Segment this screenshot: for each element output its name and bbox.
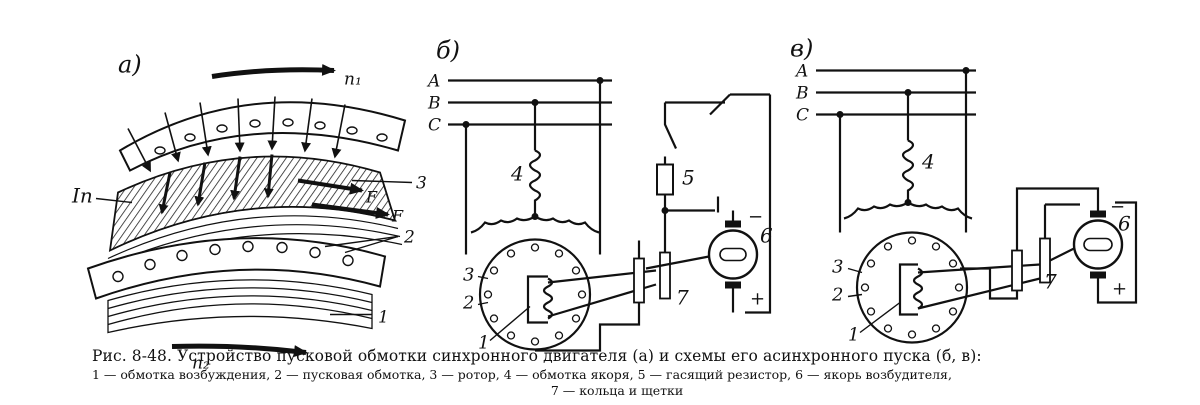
plus-b: + bbox=[750, 289, 765, 310]
n1-label: n₁ bbox=[344, 70, 362, 90]
num-7-b: 7 bbox=[676, 286, 689, 310]
num-1-b: 1 bbox=[478, 333, 489, 354]
phase-A-c: A bbox=[794, 62, 808, 82]
F-upper-label: F bbox=[365, 188, 378, 207]
num-3-b: 3 bbox=[463, 265, 474, 286]
leader-2-a bbox=[344, 235, 399, 254]
panel-b-label: б) bbox=[436, 37, 460, 65]
rotation-arrow-n1 bbox=[211, 63, 336, 79]
num-6-b: 6 bbox=[760, 224, 773, 248]
panel-a-label: а) bbox=[118, 51, 142, 79]
phase-B-b: B bbox=[427, 94, 441, 114]
slip-ring-1-c bbox=[1011, 249, 1023, 292]
caption-legend-line2: 7 — кольца и щетки bbox=[550, 383, 684, 398]
flux-arrows bbox=[127, 96, 346, 173]
panel-b: б) A B C 4 bbox=[426, 37, 773, 354]
rotor-c bbox=[855, 231, 969, 344]
panel-c-label: в) bbox=[790, 35, 813, 63]
phase-C-b: C bbox=[428, 116, 441, 136]
rotation-arrow-n2 bbox=[171, 343, 308, 358]
num-6-c: 6 bbox=[1118, 212, 1131, 236]
force-arrow-lower bbox=[311, 202, 390, 219]
num-4-c: 4 bbox=[921, 150, 935, 174]
current-arrows bbox=[158, 154, 274, 215]
panel-c: в) A B C 4 7 bbox=[790, 35, 1138, 346]
num-2-a: 2 bbox=[403, 228, 415, 248]
num-1-a: 1 bbox=[378, 308, 389, 328]
num-2-c: 2 bbox=[831, 285, 843, 306]
resistor-5-b bbox=[656, 163, 674, 196]
num-5-b: 5 bbox=[682, 166, 695, 190]
armature-winding-4-b bbox=[528, 149, 542, 217]
num-2-b: 2 bbox=[462, 293, 474, 314]
force-arrow-upper bbox=[297, 178, 364, 195]
plus-c: + bbox=[1112, 279, 1127, 300]
phase-A-b: A bbox=[426, 72, 440, 92]
n2-label: n₂ bbox=[192, 354, 210, 374]
num-4-b: 4 bbox=[510, 162, 524, 186]
pole-base bbox=[107, 279, 373, 334]
short-circuit-ring bbox=[86, 237, 387, 300]
rotor-b bbox=[478, 238, 592, 351]
armature-winding-4-c bbox=[901, 139, 915, 203]
slip-ring-1-b bbox=[633, 257, 645, 304]
num-7-c: 7 bbox=[1044, 270, 1057, 294]
figure-caption: Рис. 8-48. Устройство пусковой обмотки с… bbox=[92, 347, 1182, 398]
minus-c: − bbox=[1110, 197, 1125, 218]
phase-B-c: B bbox=[795, 84, 809, 104]
phase-C-c: C bbox=[796, 106, 809, 126]
caption-title: Рис. 8-48. Устройство пусковой обмотки с… bbox=[92, 347, 982, 365]
stator-arc bbox=[118, 101, 407, 172]
F-lower-label: F bbox=[391, 207, 404, 226]
switch-b bbox=[709, 93, 731, 116]
num-1-c: 1 bbox=[848, 325, 859, 346]
field-winding-c bbox=[898, 263, 924, 316]
leader-2b-a bbox=[324, 235, 399, 248]
In-leader bbox=[95, 197, 133, 204]
caption-legend-line1: 1 — обмотка возбуждения, 2 — пусковая об… bbox=[92, 367, 952, 382]
num-3-c: 3 bbox=[832, 257, 843, 278]
panel-a: а) n₁ bbox=[71, 51, 427, 374]
In-label: Iп bbox=[71, 184, 93, 208]
minus-b: − bbox=[748, 207, 763, 228]
slip-ring-2-b bbox=[659, 251, 671, 300]
num-3-a: 3 bbox=[416, 174, 427, 194]
field-winding-b bbox=[526, 275, 554, 324]
leader-3-a bbox=[351, 179, 413, 184]
